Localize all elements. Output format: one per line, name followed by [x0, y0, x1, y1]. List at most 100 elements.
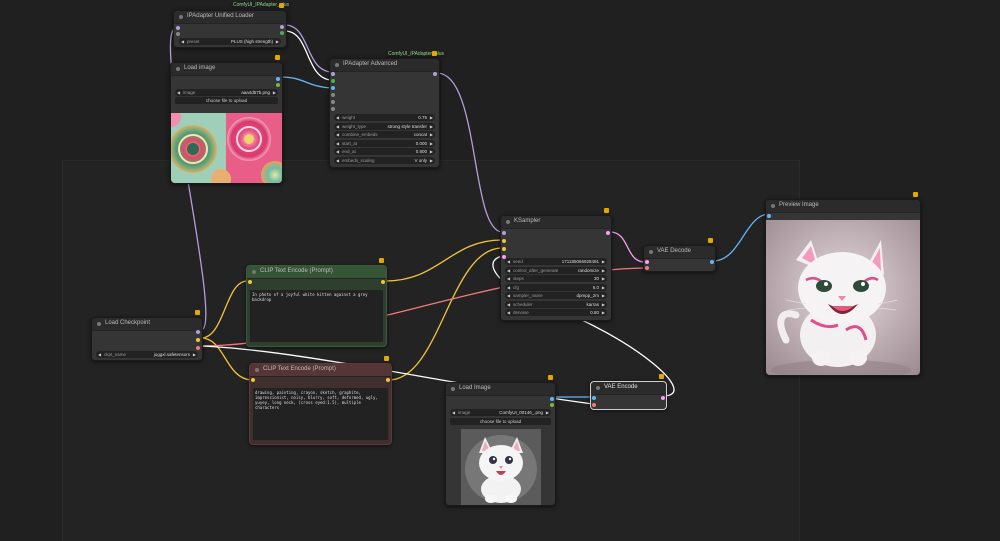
input-port-image[interactable] [331, 86, 335, 90]
upload-button[interactable]: choose file to upload [175, 97, 278, 104]
arrow-left-icon[interactable]: ◀ [181, 39, 185, 44]
input-port-model[interactable] [176, 26, 180, 30]
arrow-right-icon[interactable]: ▶ [601, 284, 605, 290]
collapse-dot-icon[interactable] [451, 387, 455, 391]
input-port-image-negative[interactable] [331, 93, 335, 97]
output-port-image[interactable] [710, 260, 714, 264]
arrow-left-icon[interactable]: ◀ [336, 157, 340, 163]
arrow-right-icon[interactable]: ▶ [429, 132, 433, 137]
input-port-pixels[interactable] [592, 396, 596, 400]
output-port-latent[interactable] [606, 231, 610, 235]
output-port-conditioning[interactable] [386, 378, 390, 382]
collapse-dot-icon[interactable] [179, 15, 183, 19]
input-port-vae[interactable] [645, 266, 649, 270]
arrow-left-icon[interactable]: ◀ [507, 284, 511, 290]
output-port-image[interactable] [550, 397, 554, 401]
collapse-dot-icon[interactable] [335, 63, 339, 67]
prompt-textarea[interactable]: drawing, painting, crayon, sketch, graph… [253, 388, 388, 440]
arrow-left-icon[interactable]: ◀ [336, 115, 340, 120]
arrow-left-icon[interactable]: ◀ [336, 132, 340, 137]
arrow-left-icon[interactable]: ◀ [507, 276, 511, 281]
node-vae-encode[interactable]: VAE Encode [590, 374, 667, 410]
input-port-samples[interactable] [645, 260, 649, 264]
arrow-right-icon[interactable]: ▶ [601, 267, 605, 273]
arrow-right-icon[interactable]: ▶ [601, 276, 605, 281]
arrow-left-icon[interactable]: ◀ [507, 310, 511, 315]
input-port-ipadapter[interactable] [176, 32, 180, 36]
arrow-right-icon[interactable]: ▶ [192, 352, 196, 357]
arrow-right-icon[interactable]: ▶ [429, 140, 433, 146]
arrow-left-icon[interactable]: ◀ [336, 149, 340, 154]
input-port-positive[interactable] [502, 239, 506, 243]
arrow-left-icon[interactable]: ◀ [507, 259, 511, 264]
output-port-model[interactable] [433, 72, 437, 76]
arrow-right-icon[interactable]: ▶ [601, 301, 605, 307]
arrow-right-icon[interactable]: ▶ [429, 115, 433, 120]
upload-button[interactable]: choose file to upload [450, 418, 551, 425]
collapse-dot-icon[interactable] [176, 67, 180, 71]
output-port-conditioning[interactable] [381, 280, 385, 284]
collapse-dot-icon[interactable] [771, 204, 775, 208]
arrow-left-icon[interactable]: ◀ [336, 123, 340, 129]
arrow-right-icon[interactable]: ▶ [601, 293, 605, 298]
output-port-clip[interactable] [196, 338, 200, 342]
output-port-mask[interactable] [276, 83, 280, 87]
arrow-left-icon[interactable]: ◀ [507, 301, 511, 307]
arrow-right-icon[interactable]: ▶ [275, 39, 279, 44]
output-port-image[interactable] [276, 77, 280, 81]
arrow-left-icon[interactable]: ◀ [98, 352, 102, 357]
node-clip-text-encode-negative[interactable]: CLIP Text Encode (Prompt) drawing, paint… [249, 356, 392, 445]
input-port-clip-vision[interactable] [331, 107, 335, 111]
output-port-mask[interactable] [550, 403, 554, 407]
input-port-model[interactable] [331, 72, 335, 76]
node-clip-text-encode-positive[interactable]: CLIP Text Encode (Prompt) In photo of a … [246, 258, 387, 347]
node-vae-decode[interactable]: VAE Decode [643, 238, 716, 272]
arrow-right-icon[interactable]: ▶ [429, 123, 433, 129]
collapse-dot-icon[interactable] [596, 386, 600, 390]
arrow-left-icon[interactable]: ◀ [507, 267, 511, 273]
collapse-dot-icon[interactable] [252, 270, 256, 274]
arrow-right-icon[interactable]: ▶ [272, 90, 276, 95]
arrow-right-icon[interactable]: ▶ [545, 410, 549, 415]
output-port-latent[interactable] [661, 396, 665, 400]
arrow-right-icon[interactable]: ▶ [601, 310, 605, 315]
input-port-model[interactable] [502, 231, 506, 235]
arrow-left-icon[interactable]: ◀ [177, 90, 181, 95]
arrow-left-icon[interactable]: ◀ [507, 293, 511, 298]
input-port-negative[interactable] [502, 247, 506, 251]
collapse-dot-icon[interactable] [649, 250, 653, 254]
output-port-model[interactable] [196, 330, 200, 334]
input-port-clip[interactable] [248, 280, 252, 284]
arrow-left-icon[interactable]: ◀ [452, 410, 456, 415]
collapse-dot-icon[interactable] [506, 220, 510, 224]
input-port-clip[interactable] [251, 378, 255, 382]
collapse-dot-icon[interactable] [97, 322, 101, 326]
prompt-textarea[interactable]: In photo of a joyful white kitten agains… [250, 290, 383, 342]
output-port-model[interactable] [280, 25, 284, 29]
arrow-right-icon[interactable]: ▶ [429, 149, 433, 154]
input-port-ipadapter[interactable] [331, 79, 335, 83]
arrow-right-icon[interactable]: ▶ [601, 259, 605, 264]
